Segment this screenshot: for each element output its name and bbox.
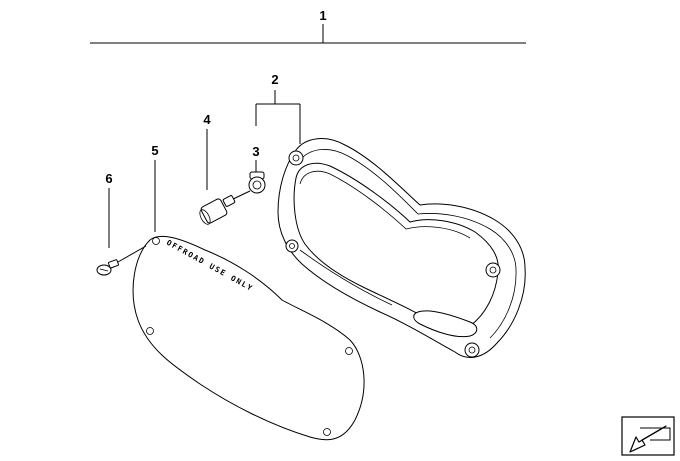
- callout-3: 3: [252, 144, 259, 159]
- callout-5: 5: [151, 143, 158, 158]
- arrow-down-left-icon[interactable]: [621, 416, 675, 456]
- callout-2-bracket: [255, 90, 301, 144]
- callout-2: 2: [271, 72, 278, 87]
- assembly-bracket: [90, 24, 526, 44]
- rubber-grommet: [248, 171, 266, 194]
- callout-6: 6: [105, 171, 112, 186]
- instrument-housing-frame: [277, 138, 526, 358]
- spacer-sleeve: [199, 190, 251, 225]
- callout-4: 4: [203, 112, 211, 127]
- screw: [96, 245, 147, 276]
- callout-1: 1: [319, 8, 326, 23]
